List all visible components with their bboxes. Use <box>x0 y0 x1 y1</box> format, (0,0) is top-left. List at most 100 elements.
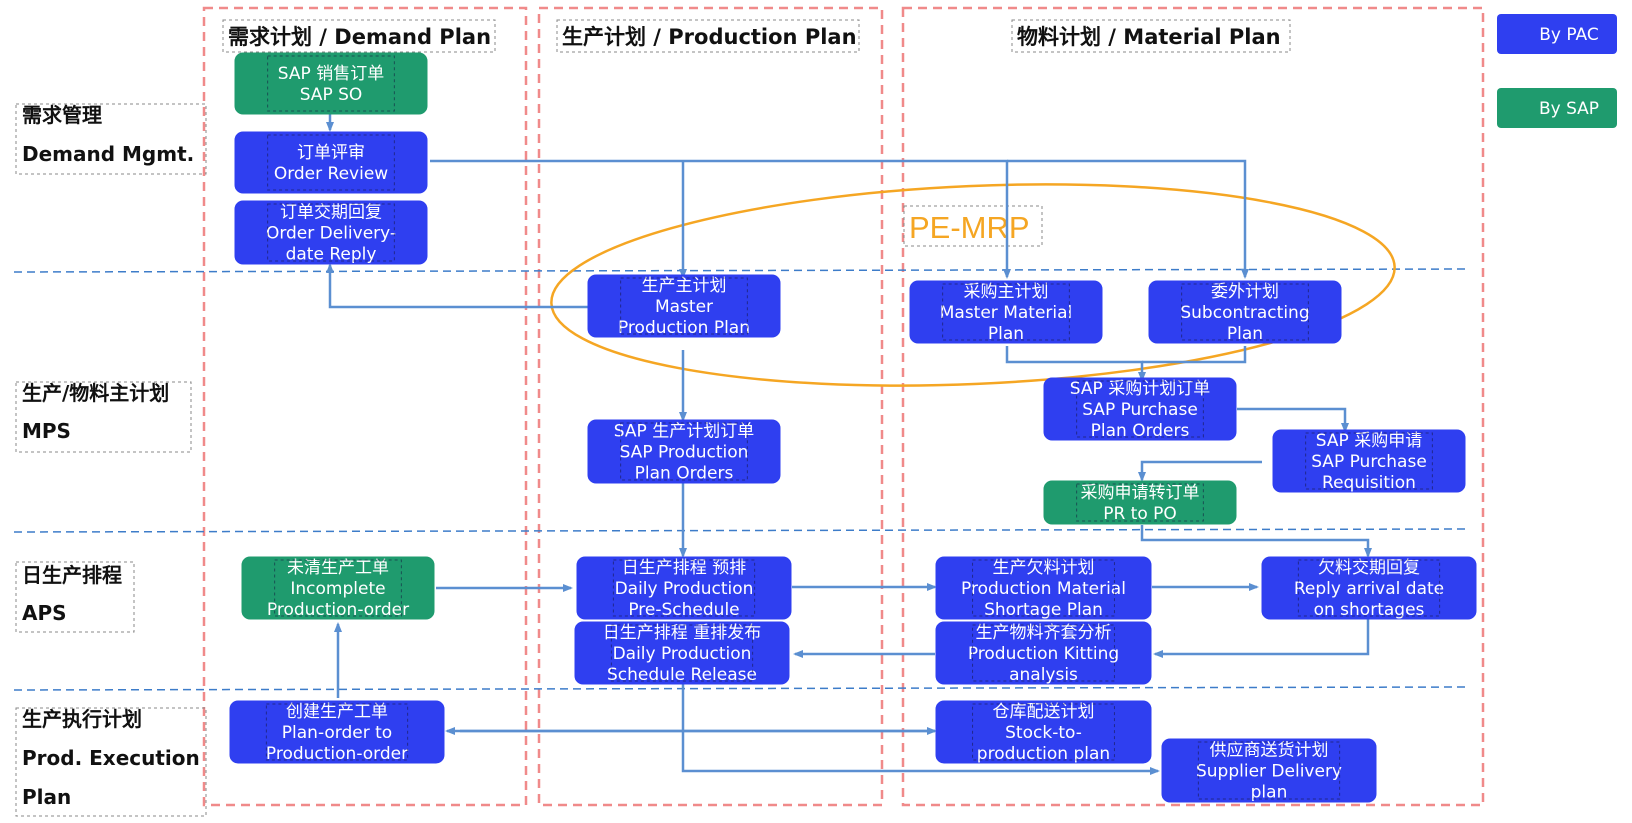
column-header-frame <box>222 19 496 53</box>
column-frame-demand <box>202 6 528 807</box>
node-label: SAP SO <box>300 85 363 105</box>
node-label-frame <box>267 203 395 262</box>
node-box <box>909 280 1103 344</box>
node-label: Production Plan <box>618 318 750 338</box>
node-label: production plan <box>977 744 1110 764</box>
flow-arrow <box>1140 525 1372 558</box>
row-divider <box>13 268 1471 273</box>
node-label-frame <box>620 277 748 335</box>
row-divider <box>13 528 1471 533</box>
node-label: PR to PO <box>1103 504 1177 524</box>
node-label: Plan Orders <box>635 464 734 484</box>
legend-sap: By SAP <box>1497 88 1617 128</box>
row-label-execution: 生产执行计划 <box>22 707 142 731</box>
node-box <box>234 52 428 115</box>
column-header-production: 生产计划 / Production Plan <box>562 25 857 49</box>
row-label-mps: 生产/物料主计划 <box>22 381 169 405</box>
legend-pac: By PAC <box>1497 14 1617 54</box>
flow-arrow <box>1007 159 1249 279</box>
pe-mrp-label-frame <box>903 205 1043 247</box>
node-label: Reply arrival date <box>1294 579 1444 599</box>
node-label-frame <box>265 703 409 761</box>
node-label: 创建生产工单 <box>286 702 388 722</box>
node-label: 日生产排程 预排 <box>622 558 746 578</box>
node-label: 日生产排程 重排发布 <box>603 623 761 643</box>
node-box <box>576 556 792 620</box>
flow-arrow <box>1142 346 1247 364</box>
node-label: 委外计划 <box>1211 282 1279 302</box>
node-box <box>229 700 445 764</box>
row-divider <box>13 686 1471 691</box>
column-header-frame <box>1011 19 1291 53</box>
node-label-frame <box>610 624 754 682</box>
node-label-frame <box>942 283 1070 341</box>
node-box <box>1043 480 1237 525</box>
node-box <box>1161 738 1377 803</box>
node-label-frame <box>1297 559 1441 617</box>
legend-swatch <box>1497 14 1617 54</box>
row-label-demand-mgmt: Demand Mgmt. <box>22 142 194 166</box>
row-label-frame <box>15 707 207 817</box>
node-label: Stock-to- <box>1005 723 1082 743</box>
node-label: Production-order <box>267 600 409 620</box>
node-label: Shortage Plan <box>984 600 1103 620</box>
node-box <box>1261 556 1477 620</box>
node-label: SAP 采购计划订单 <box>1070 379 1210 399</box>
node-label: Plan <box>1227 324 1263 344</box>
node-label: 订单评审 <box>297 143 365 163</box>
node-label: Incomplete <box>290 579 385 599</box>
row-label-demand-mgmt: 需求管理 <box>22 103 102 127</box>
node-label: Supplier Delivery <box>1196 762 1342 782</box>
row-label-aps: APS <box>22 601 67 625</box>
node-label-frame <box>1197 741 1341 800</box>
node-label: SAP 销售订单 <box>278 64 384 84</box>
flow-arrow <box>1005 346 1146 382</box>
row-label-frame <box>15 561 135 633</box>
flow-arrow <box>681 683 1160 775</box>
node-label: 欠料交期回复 <box>1318 558 1420 578</box>
node-label: 采购申请转订单 <box>1081 483 1200 503</box>
node-label: Plan Orders <box>1091 421 1190 441</box>
node-label: 生产欠料计划 <box>993 558 1095 578</box>
legend-label: By PAC <box>1539 25 1599 45</box>
node-label-frame <box>612 559 756 617</box>
column-frame-production <box>537 6 884 807</box>
node-label-frame <box>620 422 748 481</box>
node-box <box>1043 377 1237 441</box>
node-box <box>935 556 1152 620</box>
node-label: Plan-order to <box>282 723 392 743</box>
node-label: Production-order <box>266 744 408 764</box>
node-label: Pre-Schedule <box>628 600 739 620</box>
node-label: 生产主计划 <box>642 276 727 296</box>
node-label: Plan <box>988 324 1024 344</box>
node-label-frame <box>1305 432 1433 490</box>
node-label: 生产物料齐套分析 <box>976 623 1112 643</box>
row-label-frame <box>15 103 207 175</box>
node-label: Order Delivery- <box>266 224 396 244</box>
column-header-frame <box>556 19 860 53</box>
node-label-frame <box>972 559 1115 617</box>
flow-arrow <box>326 263 590 309</box>
row-label-execution: Plan <box>22 785 71 809</box>
pe-mrp-label: PE-MRP <box>909 210 1030 245</box>
node-label: Daily Production <box>613 644 752 664</box>
column-header-material: 物料计划 / Material Plan <box>1017 25 1281 49</box>
node-box <box>587 274 781 338</box>
node-label: SAP Purchase <box>1082 400 1198 420</box>
node-box <box>935 621 1152 685</box>
node-box <box>935 700 1152 764</box>
node-box <box>234 131 428 194</box>
node-label: Daily Production <box>615 579 754 599</box>
node-box <box>587 419 781 484</box>
